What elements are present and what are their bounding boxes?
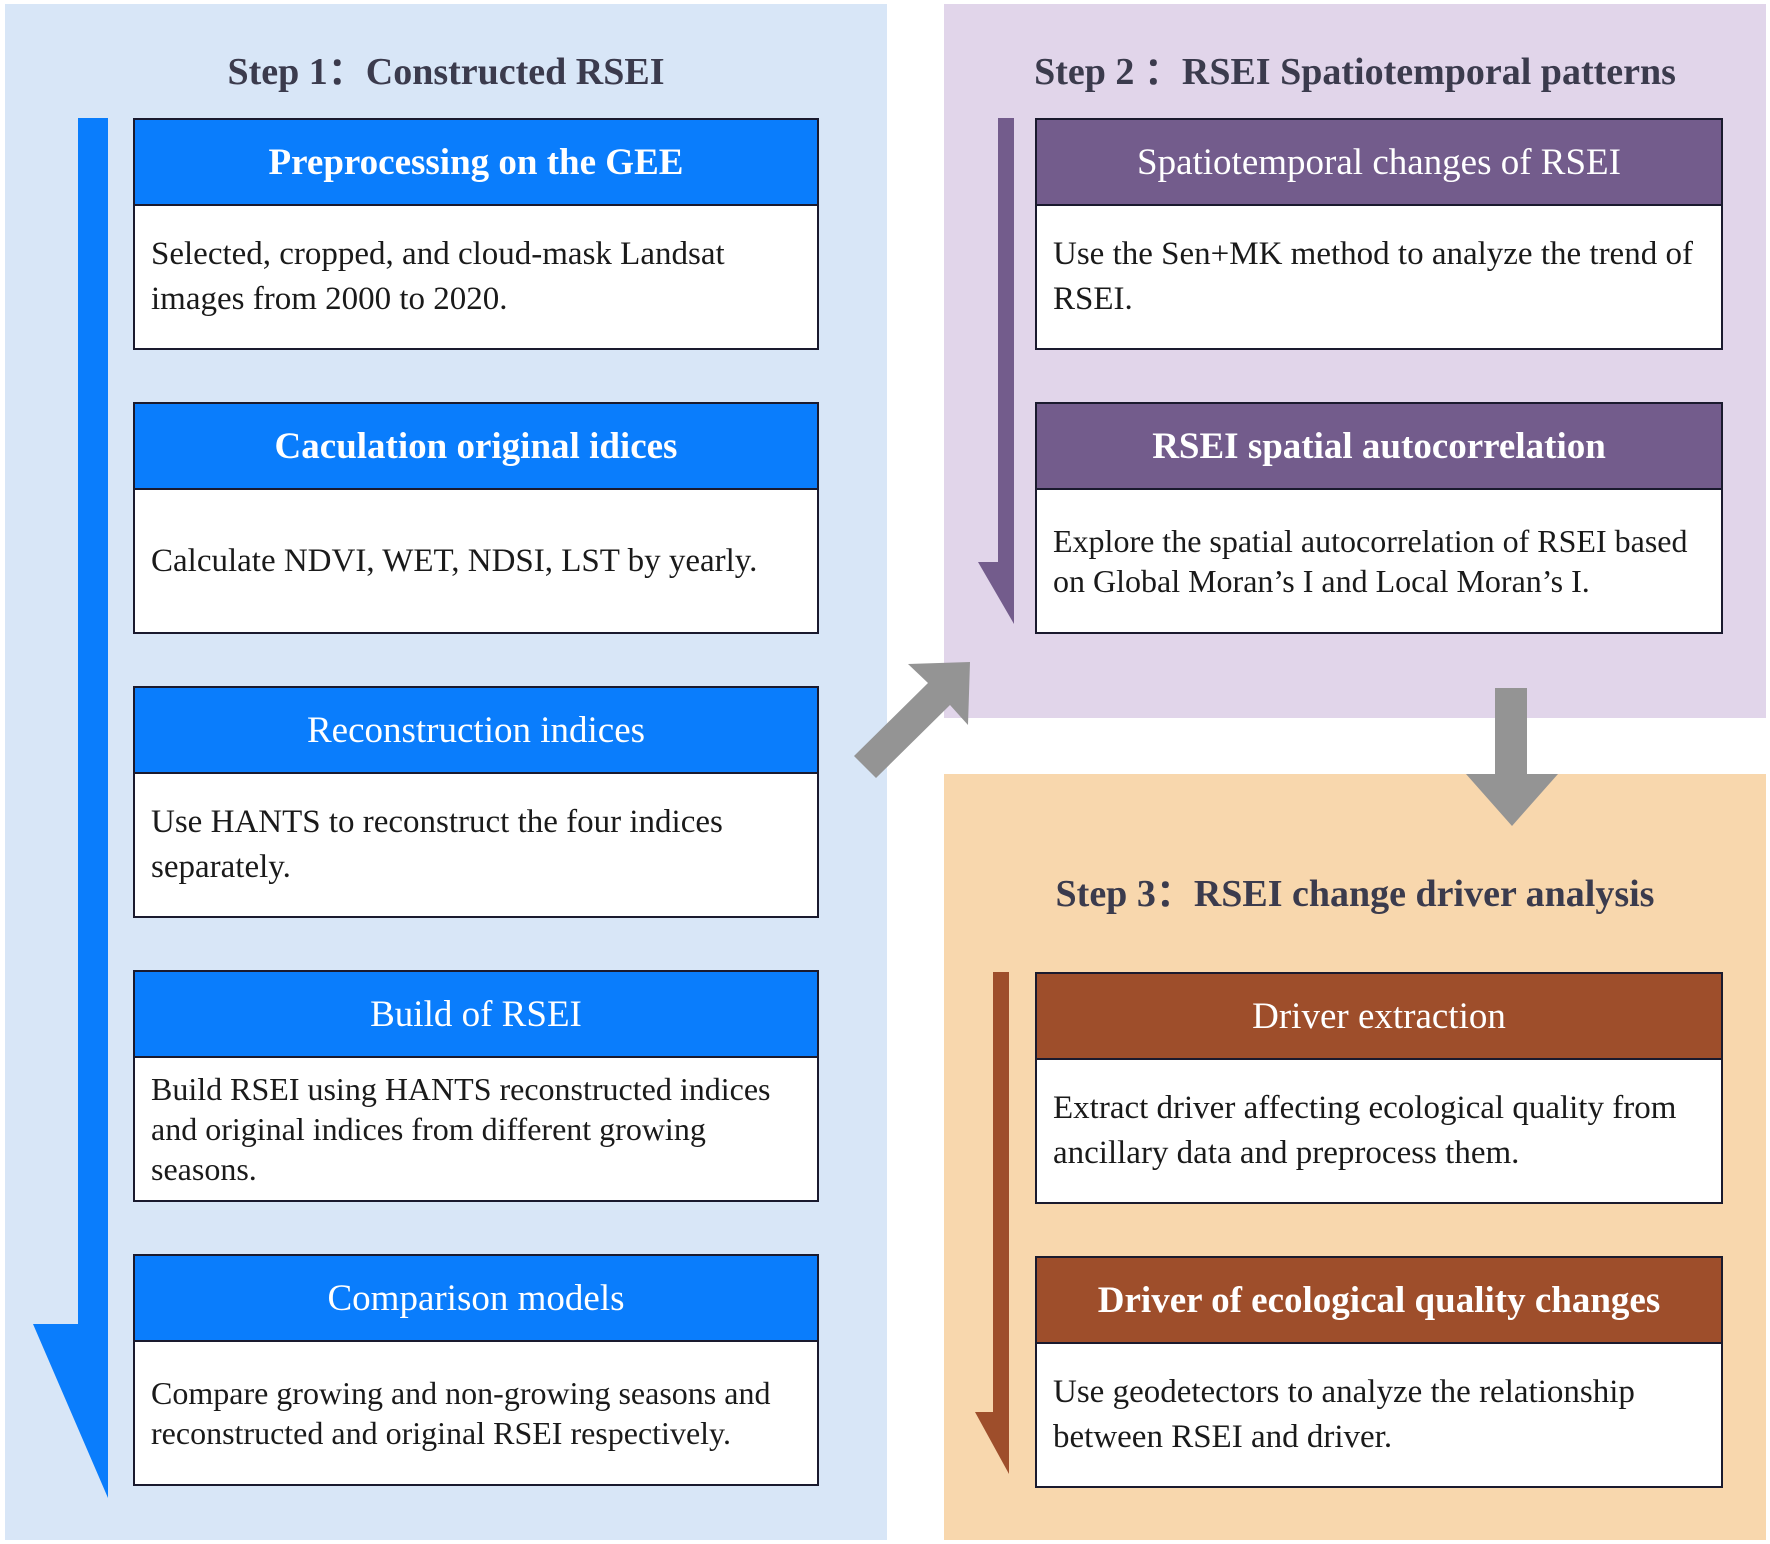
step1-flow-arrow (33, 118, 108, 1498)
step2-flow-arrow (978, 118, 1014, 624)
step1-box-original-indices: Caculation original idices Calculate NDV… (133, 402, 819, 634)
step3-flow-arrow (975, 972, 1009, 1474)
box-title: Caculation original idices (135, 404, 817, 490)
box-description: Compare growing and non-growing seasons … (151, 1375, 771, 1451)
box-description: Use HANTS to reconstruct the four indice… (151, 804, 723, 885)
box-title: Preprocessing on the GEE (135, 120, 817, 206)
step1-box-build-rsei: Build of RSEI Build RSEI using HANTS rec… (133, 970, 819, 1202)
connector-arrow-step1-to-step2 (854, 662, 970, 778)
step2-box-autocorrelation: RSEI spatial autocorrelation Explore the… (1035, 402, 1723, 634)
box-description: Selected, cropped, and cloud-mask Landsa… (151, 236, 725, 317)
connector-arrow-step2-to-step3 (1466, 688, 1558, 826)
step2-title: Step 2 ：RSEI Spatiotemporal patterns (1034, 51, 1676, 93)
step1-panel: Step 1：Constructed RSEI Preprocessing on… (5, 4, 887, 1540)
box-title: Build of RSEI (135, 972, 817, 1058)
step1-box-preprocessing: Preprocessing on the GEE Selected, cropp… (133, 118, 819, 350)
box-title: Driver of ecological quality changes (1037, 1258, 1721, 1344)
step3-title: Step 3：RSEI change driver analysis (1055, 873, 1655, 915)
box-title: Driver extraction (1037, 974, 1721, 1060)
box-title: Reconstruction indices (135, 688, 817, 774)
step3-box-driver-changes: Driver of ecological quality changes Use… (1035, 1256, 1723, 1488)
box-description: Use geodetectors to analyze the relation… (1053, 1374, 1635, 1455)
step1-box-reconstruction: Reconstruction indices Use HANTS to reco… (133, 686, 819, 918)
step1-box-comparison: Comparison models Compare growing and no… (133, 1254, 819, 1486)
box-title: Spatiotemporal changes of RSEI (1037, 120, 1721, 206)
box-title: RSEI spatial autocorrelation (1037, 404, 1721, 490)
box-title: Comparison models (135, 1256, 817, 1342)
box-description: Extract driver affecting ecological qual… (1053, 1090, 1677, 1171)
box-description: Build RSEI using HANTS reconstructed ind… (151, 1071, 771, 1187)
box-description: Use the Sen+MK method to analyze the tre… (1053, 236, 1693, 317)
box-description: Calculate NDVI, WET, NDSI, LST by yearly… (151, 542, 758, 579)
step3-box-driver-extraction: Driver extraction Extract driver affecti… (1035, 972, 1723, 1204)
step2-box-spatiotemporal: Spatiotemporal changes of RSEI Use the S… (1035, 118, 1723, 350)
box-description: Explore the spatial autocorrelation of R… (1053, 523, 1688, 599)
step1-title: Step 1：Constructed RSEI (227, 51, 665, 93)
